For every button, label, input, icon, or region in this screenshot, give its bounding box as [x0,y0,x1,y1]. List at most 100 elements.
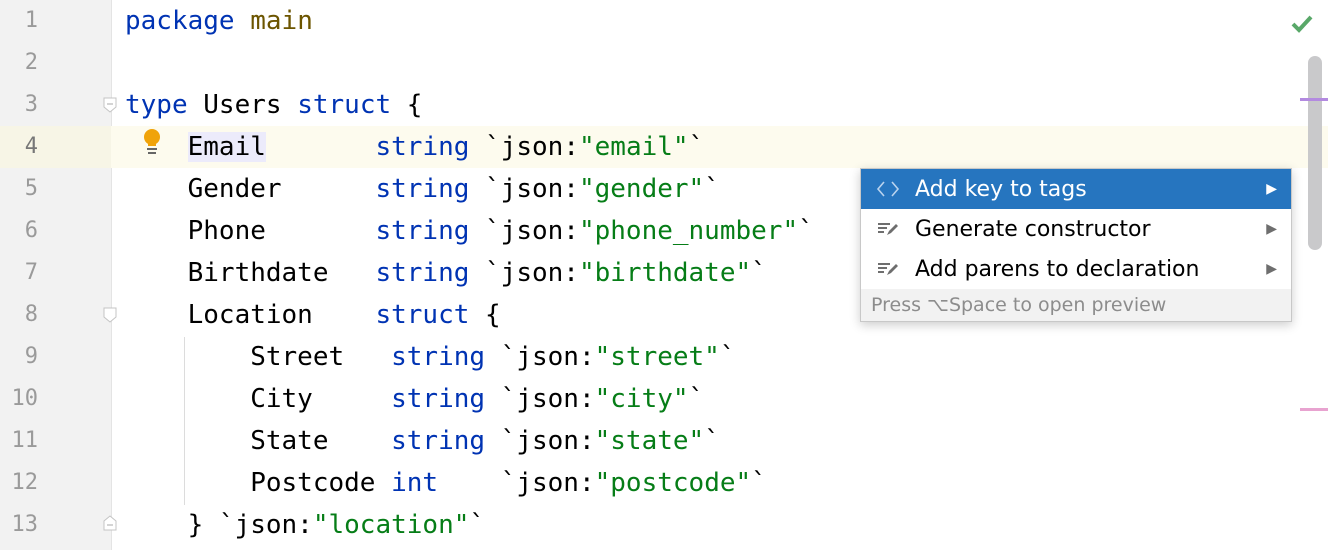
popup-item-label: Add key to tags [915,176,1087,202]
code-token: string [375,132,470,162]
code-token: `json: [485,426,595,456]
code-token: `json: [469,132,579,162]
line-number: 2 [24,50,38,75]
code-line[interactable]: package main [125,0,313,42]
code-line[interactable]: State string `json:"state"` [125,420,720,462]
code-line[interactable]: Phone string `json:"phone_number"` [125,210,814,252]
code-token: "state" [594,426,705,456]
code-line[interactable]: Street string `json:"street"` [125,336,736,378]
code-token: string [375,258,470,288]
code-token: Postcode [125,468,392,498]
line-number: 9 [24,344,38,369]
code-token: Email [187,132,266,162]
unfold-end-icon[interactable] [103,515,117,531]
line-number: 3 [24,92,38,117]
code-token: City [125,384,392,414]
code-token: "city" [594,384,689,414]
code-line[interactable]: City string `json:"city"` [125,378,704,420]
line-number: 11 [11,428,39,453]
vertical-scrollbar[interactable] [1308,56,1322,250]
line-number: 5 [24,176,38,201]
code-line[interactable]: Email string `json:"email"` [125,126,704,168]
code-token: ` [688,384,705,414]
gutter [0,0,112,550]
code-token [266,132,376,162]
code-token: { [469,300,501,330]
code-token: package [125,6,235,36]
intention-actions-popup: Add key to tags▶Generate constructor▶Add… [860,168,1292,322]
code-token: "postcode" [594,468,752,498]
code-token: ` [469,510,486,540]
popup-item[interactable]: Add parens to declaration ▶ [861,249,1291,289]
lightbulb-icon[interactable] [142,128,162,156]
code-token: string [375,174,470,204]
code-token: `json: [469,174,579,204]
edit-intention-icon [861,219,915,239]
code-line[interactable]: Location struct { [125,294,501,336]
code-token: `json: [438,468,595,498]
code-token: "location" [312,510,470,540]
line-number: 10 [11,386,39,411]
code-line[interactable]: type Users struct { [125,84,422,126]
code-token: type [125,90,188,120]
popup-footer-hint: Press ⌥Space to open preview [861,289,1291,321]
code-token: "birthdate" [578,258,752,288]
code-token: `json: [485,384,595,414]
code-token: State [125,426,392,456]
code-token: ` [704,174,720,204]
popup-item-label: Generate constructor [915,216,1151,242]
line-number: 6 [24,218,38,243]
code-token: Gender [125,174,376,204]
code-token [235,6,251,36]
line-number: 12 [11,470,39,495]
code-token: Street [125,342,392,372]
code-token: "phone_number" [578,216,799,246]
error-stripe-marker[interactable] [1300,408,1328,411]
submenu-arrow-icon: ▶ [1266,261,1277,277]
code-token: "street" [594,342,720,372]
submenu-arrow-icon: ▶ [1266,221,1277,237]
code-token: `json: [469,216,579,246]
code-token: } `json: [125,510,313,540]
code-token: Birthdate [125,258,376,288]
code-token: Users [187,90,298,120]
code-token: ` [798,216,814,246]
code-token: { [391,90,423,120]
popup-item-label: Add parens to declaration [915,256,1200,282]
line-number: 1 [24,8,38,33]
fold-icon[interactable] [103,307,117,323]
code-token: `json: [485,342,595,372]
code-token: string [375,216,470,246]
code-token: ` [719,342,736,372]
code-token: ` [751,258,767,288]
code-token: string [391,342,486,372]
code-brackets-icon [861,179,915,199]
popup-item[interactable]: Add key to tags ▶ [861,169,1291,209]
code-line[interactable]: Birthdate string `json:"birthdate"` [125,252,767,294]
code-token: ` [751,468,767,498]
code-token: main [250,6,313,36]
fold-icon[interactable] [103,97,117,113]
code-token: Phone [125,216,376,246]
code-token: string [391,384,486,414]
code-token: ` [704,426,720,456]
current-line-gutter-highlight [0,126,111,168]
code-line[interactable]: Postcode int `json:"postcode"` [125,462,767,504]
popup-item[interactable]: Generate constructor ▶ [861,209,1291,249]
code-token: "email" [578,132,689,162]
code-token: int [391,468,439,498]
error-stripe-marker[interactable] [1300,98,1328,101]
line-number: 7 [24,260,38,285]
code-token: struct [297,90,392,120]
code-line[interactable]: Gender string `json:"gender"` [125,168,720,210]
line-number: 13 [11,512,39,537]
inspection-ok-checkmark-icon[interactable] [1290,14,1314,34]
line-number: 4 [24,134,38,159]
indent-guide [184,337,185,505]
code-line[interactable]: } `json:"location"` [125,504,485,546]
submenu-arrow-icon: ▶ [1266,181,1277,197]
code-token: Location [125,300,376,330]
code-token: `json: [469,258,579,288]
code-token: string [391,426,486,456]
line-number: 8 [24,302,38,327]
